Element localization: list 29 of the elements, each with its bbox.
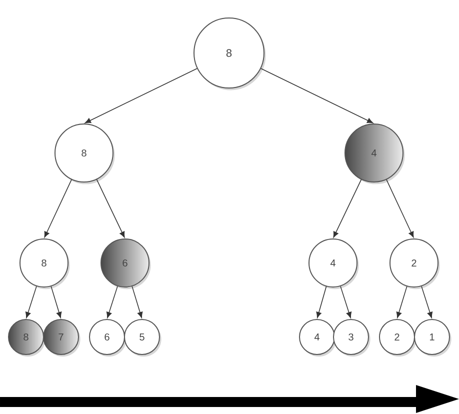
arrow (50, 286, 62, 318)
circle-node: 4 (344, 124, 405, 184)
circle-node: 6 (100, 238, 151, 290)
circle-node: 3 (333, 318, 370, 357)
circle-node: 5 (124, 318, 162, 357)
arrow (340, 286, 352, 318)
arrow (260, 68, 374, 124)
arrow (396, 286, 408, 318)
circle-node: 2 (390, 238, 440, 290)
circle-node: 7 (43, 318, 80, 357)
arrow (96, 179, 125, 238)
arrow (25, 286, 37, 318)
arrow (386, 179, 414, 238)
circle-node: 6 (89, 318, 126, 357)
circle-node: 8 (194, 18, 266, 90)
circle-node: 4 (299, 318, 336, 357)
circle-node: 2 (379, 318, 416, 357)
circle-node: 8 (8, 318, 46, 357)
arrow (106, 286, 118, 318)
circle-node: 8 (54, 124, 115, 184)
arrow (132, 286, 143, 318)
arrow (333, 179, 362, 238)
arrow (316, 286, 327, 318)
circle-node: 1 (414, 318, 452, 357)
arrow (44, 179, 72, 238)
arrow (421, 286, 433, 318)
circle-node: 8 (20, 238, 70, 290)
circle-node: 4 (308, 238, 359, 290)
arrow (84, 68, 198, 124)
